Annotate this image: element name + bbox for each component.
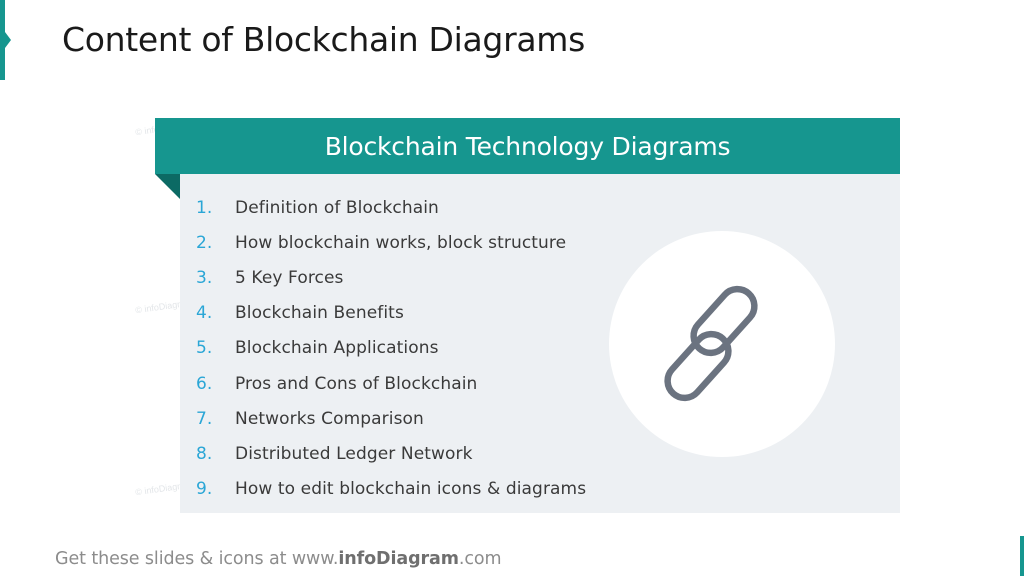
list-item: 7. Networks Comparison: [196, 401, 586, 436]
item-number: 1.: [196, 197, 213, 218]
panel-banner: Blockchain Technology Diagrams: [155, 118, 900, 174]
item-number: 5.: [196, 338, 213, 359]
item-number: 9.: [196, 479, 213, 500]
footer-prefix: Get these slides & icons at www.: [55, 549, 339, 569]
list-item: 9. How to edit blockchain icons & diagram…: [196, 472, 586, 507]
footer-suffix: .com: [458, 549, 502, 569]
item-text: Pros and Cons of Blockchain: [235, 373, 478, 394]
item-number: 8.: [196, 443, 213, 464]
left-accent-arrow: [5, 32, 11, 48]
footer-credit: Get these slides & icons at www.infoDiag…: [55, 549, 502, 569]
contents-list: 1. Definition of Blockchain 2. How blockch…: [196, 190, 586, 507]
list-item: 1. Definition of Blockchain: [196, 190, 586, 225]
item-number: 4.: [196, 303, 213, 324]
slide-title: Content of Blockchain Diagrams: [62, 20, 586, 59]
right-accent-bar: [1020, 536, 1024, 576]
item-number: 3.: [196, 267, 213, 288]
list-item: 4. Blockchain Benefits: [196, 296, 586, 331]
item-text: Definition of Blockchain: [235, 197, 439, 218]
item-text: How blockchain works, block structure: [235, 232, 567, 253]
list-item: 2. How blockchain works, block structure: [196, 225, 586, 260]
list-item: 5. Blockchain Applications: [196, 331, 586, 366]
chain-link-icon: [664, 285, 758, 402]
list-item: 8. Distributed Ledger Network: [196, 436, 586, 471]
banner-fold: [155, 174, 180, 199]
item-text: Distributed Ledger Network: [235, 443, 473, 464]
item-number: 6.: [196, 373, 213, 394]
item-text: 5 Key Forces: [235, 267, 344, 288]
left-accent-bar: [0, 0, 5, 80]
list-item: 3. 5 Key Forces: [196, 260, 586, 295]
item-number: 2.: [196, 232, 213, 253]
item-text: Blockchain Applications: [235, 338, 439, 359]
footer-brand: infoDiagram: [338, 549, 459, 569]
item-text: Networks Comparison: [235, 408, 424, 429]
list-item: 6. Pros and Cons of Blockchain: [196, 366, 586, 401]
item-text: Blockchain Benefits: [235, 303, 404, 324]
item-number: 7.: [196, 408, 213, 429]
banner-title: Blockchain Technology Diagrams: [324, 131, 731, 161]
item-text: How to edit blockchain icons & diagrams: [235, 479, 587, 500]
